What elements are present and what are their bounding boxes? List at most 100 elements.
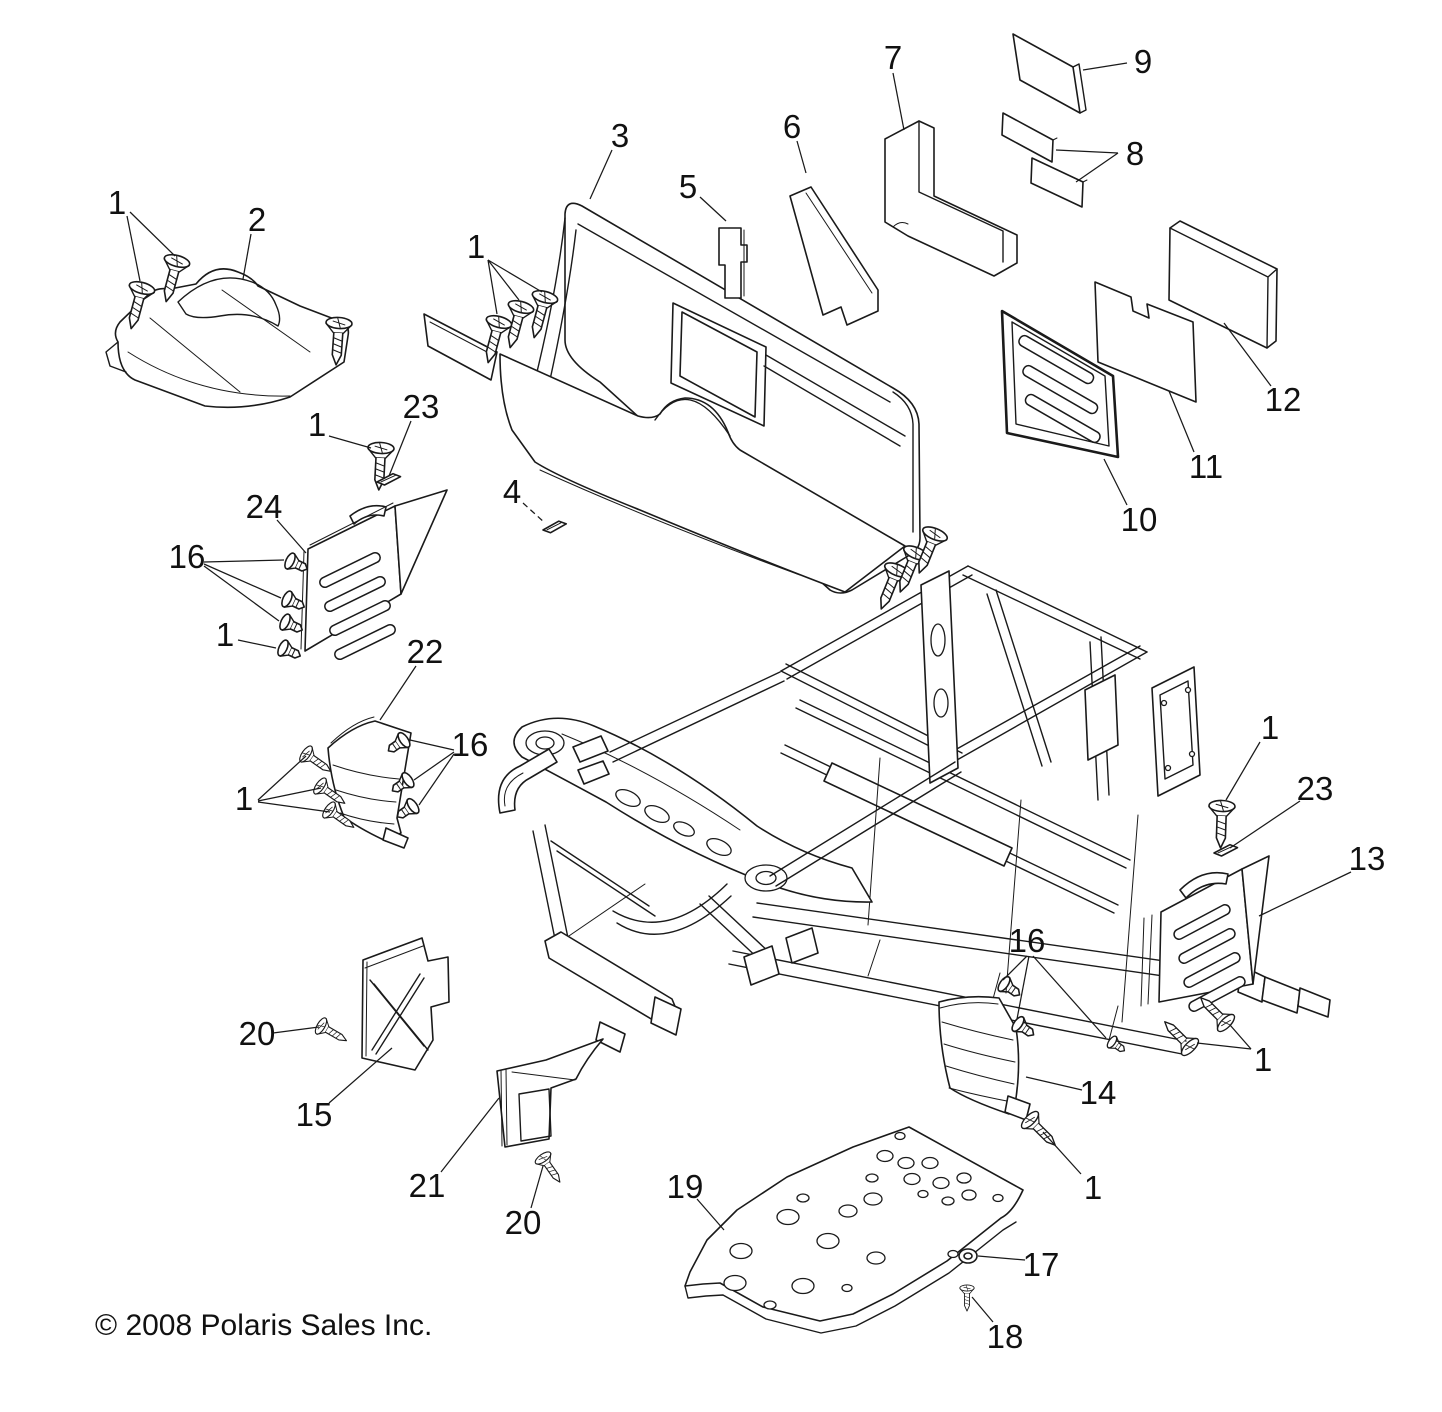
- part-2-front-skid-plate: [105, 268, 350, 409]
- part-13-side-panel-right: [1140, 855, 1270, 1012]
- part-7-foam-block: [884, 120, 1018, 277]
- callout-11: 11: [1168, 390, 1223, 485]
- callout-6: 6: [783, 108, 807, 174]
- leader-line: [1229, 1024, 1252, 1050]
- screw-icon: [312, 1015, 352, 1050]
- callout-21: 21: [409, 1097, 500, 1204]
- callout-number: 1: [108, 184, 126, 221]
- callout-number: 10: [1121, 501, 1158, 538]
- callout-number: 12: [1265, 381, 1302, 418]
- leader-line: [409, 739, 455, 751]
- callout-number: 5: [679, 168, 697, 205]
- callout-13: 13: [1258, 840, 1386, 917]
- leader-line: [203, 559, 285, 563]
- callout-number: 4: [503, 473, 521, 510]
- screw-icon: [1206, 799, 1236, 850]
- leader-line: [242, 233, 252, 280]
- leader-line: [1055, 149, 1119, 154]
- part-6-foam-pad: [789, 186, 879, 326]
- callout-4: 4: [503, 473, 546, 524]
- leader-line: [1025, 1076, 1083, 1091]
- callout-7: 7: [884, 39, 905, 131]
- callout-number: 23: [403, 388, 440, 425]
- callout-16: 16: [409, 726, 489, 806]
- leader-line: [379, 665, 417, 721]
- main-frame: [497, 565, 1331, 1055]
- leader-line: [971, 1296, 994, 1323]
- callout-number: 1: [1254, 1041, 1272, 1078]
- callout-23: 23: [388, 388, 440, 477]
- callout-14: 14: [1025, 1074, 1116, 1111]
- leader-line: [530, 1165, 544, 1209]
- leader-line: [1042, 1131, 1082, 1175]
- callout-8: 8: [1055, 135, 1144, 183]
- copyright-text: © 2008 Polaris Sales Inc.: [95, 1309, 432, 1342]
- callout-number: 1: [308, 406, 326, 443]
- leader-line: [696, 1198, 725, 1231]
- callout-number: 13: [1349, 840, 1386, 877]
- leader-line: [237, 639, 277, 649]
- callout-1: 1: [1196, 1024, 1272, 1078]
- leader-line: [257, 755, 307, 801]
- part-12-foam-block: [1168, 220, 1278, 349]
- leader-line: [129, 211, 176, 257]
- leader-line: [413, 751, 455, 781]
- leader-line: [203, 563, 282, 599]
- callout-1: 1: [1225, 709, 1279, 801]
- callout-1: 1: [216, 616, 277, 653]
- leader-line: [418, 753, 455, 806]
- leader-line: [126, 215, 141, 282]
- leader-line: [272, 1026, 320, 1034]
- callout-number: 17: [1023, 1246, 1060, 1283]
- leader-line: [440, 1097, 500, 1173]
- part-15-bracket-panel: [361, 937, 450, 1071]
- callout-12: 12: [1223, 322, 1302, 418]
- callout-number: 7: [884, 39, 902, 76]
- part-9-pad: [1012, 33, 1087, 114]
- leader-line: [589, 149, 613, 200]
- part-24-side-panel-left: [300, 489, 448, 661]
- callout-23: 23: [1229, 770, 1333, 849]
- callout-number: 1: [467, 228, 485, 265]
- callout-number: 1: [1084, 1169, 1102, 1206]
- leader-line: [1016, 955, 1030, 1020]
- part-10-vent-panel: [1000, 309, 1120, 459]
- callout-2: 2: [242, 201, 266, 280]
- leader-line: [796, 140, 807, 174]
- rivet-icon: [1104, 1033, 1129, 1057]
- callout-1: 1: [108, 184, 176, 282]
- callout-16: 16: [1002, 922, 1107, 1039]
- leader-line: [257, 787, 322, 802]
- callout-number: 21: [409, 1167, 446, 1204]
- callout-1: 1: [467, 228, 543, 315]
- callout-number: 15: [296, 1096, 333, 1133]
- callout-number: 2: [248, 201, 266, 238]
- clip-icon: [1212, 842, 1240, 858]
- leader-line: [388, 420, 412, 477]
- leader-line: [257, 801, 331, 813]
- callout-number: 22: [407, 633, 444, 670]
- callout-number: 1: [1261, 709, 1279, 746]
- leader-line: [1103, 458, 1128, 506]
- rivet-icon: [995, 973, 1026, 1003]
- callout-number: 20: [239, 1015, 276, 1052]
- leader-line: [487, 259, 543, 293]
- callout-1: 1: [235, 755, 331, 817]
- nut-icon: [958, 1248, 978, 1264]
- rivet-icon: [278, 588, 309, 616]
- callout-number: 16: [452, 726, 489, 763]
- callout-18: 18: [971, 1296, 1023, 1355]
- callout-20: 20: [505, 1165, 544, 1241]
- callout-number: 6: [783, 108, 801, 145]
- part-3-rear-panel-assembly: [423, 202, 921, 594]
- callout-number: 24: [246, 488, 283, 525]
- callout-5: 5: [679, 168, 727, 222]
- leader-line: [1258, 871, 1352, 917]
- leader-line: [1002, 955, 1028, 981]
- callout-19: 19: [667, 1168, 725, 1231]
- leader-line: [699, 196, 727, 222]
- callout-number: 1: [235, 780, 253, 817]
